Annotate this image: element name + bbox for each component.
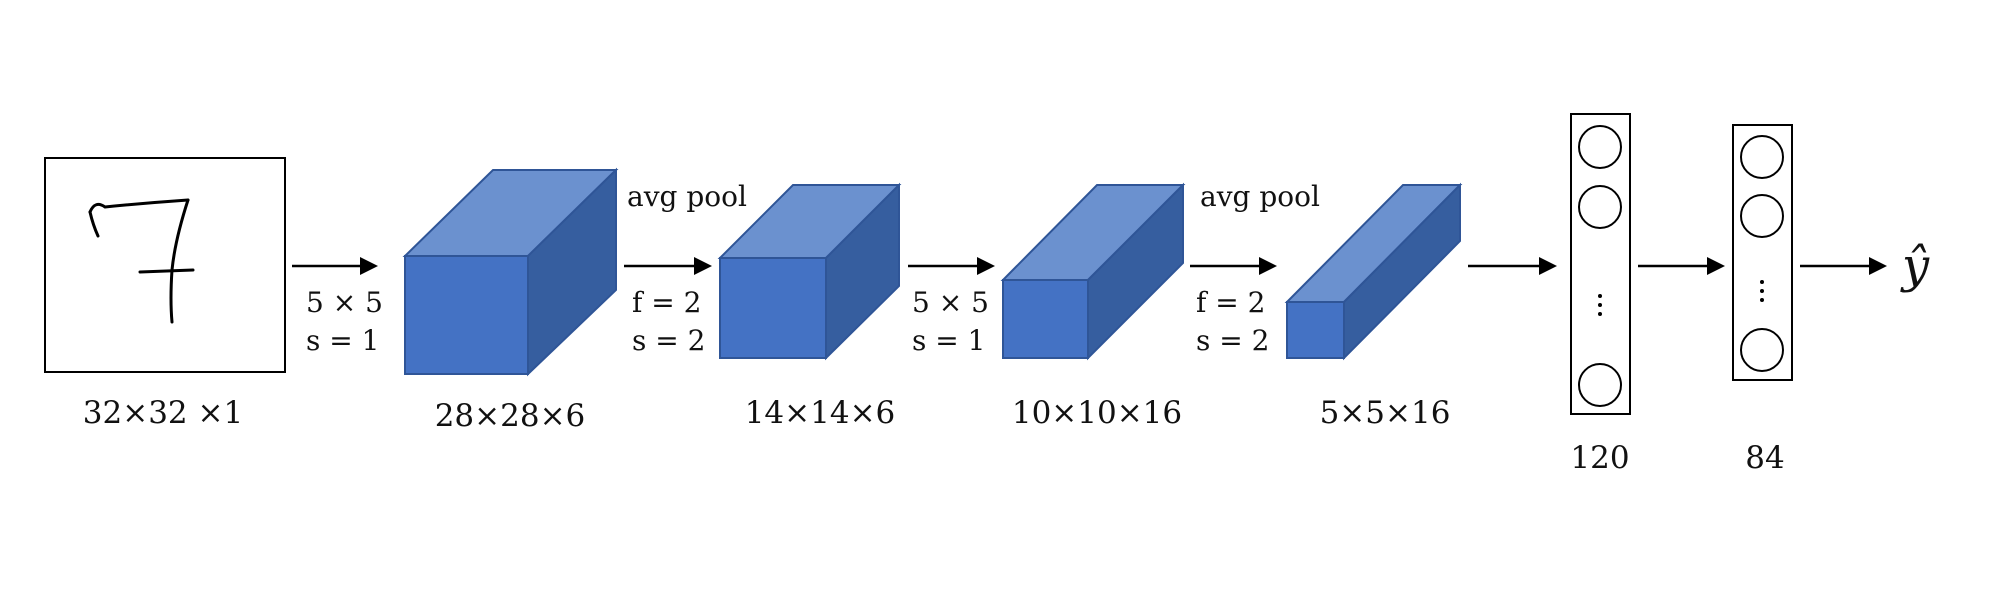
fc2-layer: 84 <box>1732 124 1793 476</box>
pool1-arrow <box>624 257 712 275</box>
conv2-stride-label: s = 1 <box>912 324 985 357</box>
fc2-neuron <box>1740 194 1784 238</box>
fc2-layer-frame <box>1732 124 1793 381</box>
conv2-dimensions-label: 10×10×16 <box>1012 395 1182 431</box>
conv1-stride-label: s = 1 <box>306 324 379 357</box>
output-prediction-label: ŷ <box>1900 238 1930 294</box>
fc1-neuron <box>1578 185 1622 229</box>
pool2-filter-label: f = 2 <box>1196 286 1265 319</box>
pool1-volume-front <box>719 257 827 359</box>
fc1-layer: 120 <box>1570 113 1631 476</box>
conv1-volume: 28×28×6 <box>402 167 619 434</box>
input-layer: 32×32 ×1 <box>44 157 286 431</box>
pool1-volume: 14×14×6 <box>717 182 902 431</box>
pool1-title: avg pool <box>627 180 747 213</box>
pool2-stride-label: s = 2 <box>1196 324 1269 357</box>
fc2-arrow <box>1638 257 1725 275</box>
conv1-volume-front <box>404 255 529 375</box>
conv1-arrow <box>292 257 378 275</box>
input-image-frame <box>44 157 286 373</box>
conv1-dimensions-label: 28×28×6 <box>435 398 586 434</box>
fc2-ellipsis <box>1760 280 1764 302</box>
fc1-size-label: 120 <box>1570 440 1629 476</box>
fc2-size-label: 84 <box>1745 440 1784 476</box>
pool2-volume: 5×5×16 <box>1284 182 1463 431</box>
conv2-volume-front <box>1002 279 1089 359</box>
conv2-filter-label: 5 × 5 <box>912 286 989 319</box>
fc1-neuron <box>1578 363 1622 407</box>
fc1-neuron <box>1578 125 1622 169</box>
fc2-neuron <box>1740 328 1784 372</box>
pool1-stride-label: s = 2 <box>632 324 705 357</box>
conv2-volume: 10×10×16 <box>1000 182 1186 431</box>
fc1-ellipsis <box>1598 294 1602 316</box>
fc2-neuron <box>1740 135 1784 179</box>
pool2-dimensions-label: 5×5×16 <box>1320 395 1451 431</box>
fc1-layer-frame <box>1570 113 1631 415</box>
handwritten-digit-seven <box>88 198 195 324</box>
pool1-dimensions-label: 14×14×6 <box>745 395 896 431</box>
pool2-volume-front <box>1286 301 1345 359</box>
fc1-arrow <box>1468 257 1557 275</box>
pool2-title: avg pool <box>1200 180 1320 213</box>
input-dimensions-label: 32×32 ×1 <box>83 395 243 431</box>
pool2-arrow <box>1190 257 1277 275</box>
output-arrow <box>1800 257 1887 275</box>
conv1-filter-label: 5 × 5 <box>306 286 383 319</box>
conv2-arrow <box>908 257 995 275</box>
pool1-filter-label: f = 2 <box>632 286 701 319</box>
